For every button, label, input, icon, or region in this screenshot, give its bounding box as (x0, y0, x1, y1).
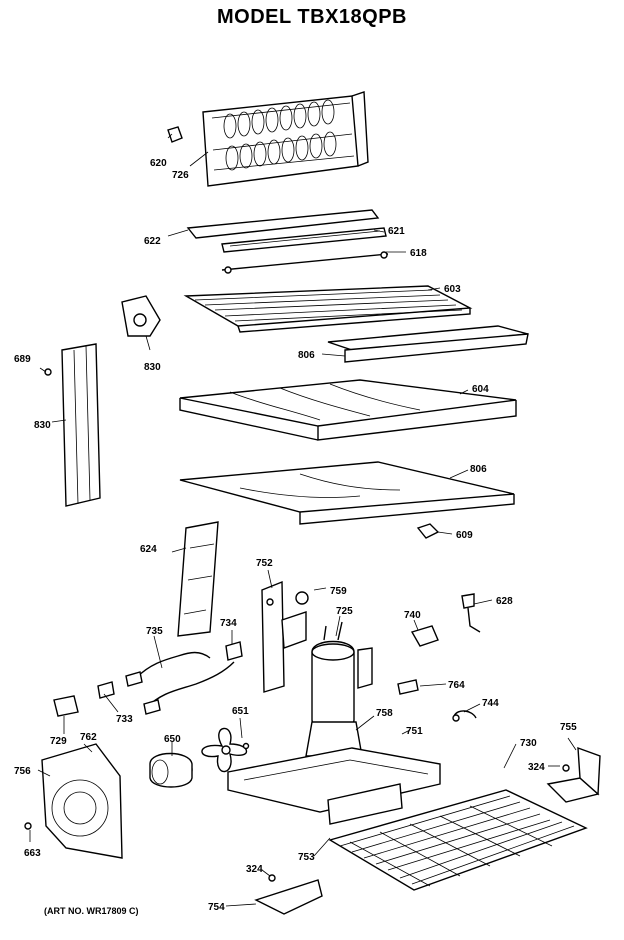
callout-628: 628 (496, 596, 513, 607)
harness-628 (461, 593, 481, 633)
grommet-759 (295, 591, 309, 605)
callout-603: 603 (444, 284, 461, 295)
screw-324-upper (562, 764, 570, 772)
callout-830-channel: 830 (34, 420, 51, 431)
trim-806-upper (327, 325, 529, 363)
callout-744: 744 (482, 698, 499, 709)
callout-756: 756 (14, 766, 31, 777)
callout-650: 650 (164, 734, 181, 745)
clip-620 (167, 126, 183, 143)
damper-control-830 (121, 295, 161, 337)
callout-689: 689 (14, 354, 31, 365)
bracket-755 (546, 746, 601, 803)
baffle-624 (177, 521, 219, 637)
callout-624: 624 (140, 544, 157, 555)
terminal-box-729 (53, 695, 79, 717)
shelf-603 (183, 285, 473, 333)
pan-604 (179, 379, 517, 441)
condenser-730 (328, 789, 588, 891)
fan-motor-650 (149, 752, 193, 788)
screw-689 (44, 368, 52, 376)
callout-604: 604 (472, 384, 489, 395)
callout-764: 764 (448, 680, 465, 691)
callout-663: 663 (24, 848, 41, 859)
callout-753: 753 (298, 852, 315, 863)
fan-shroud-762 (41, 743, 123, 859)
connector-733 (97, 681, 115, 699)
callout-622: 622 (144, 236, 161, 247)
bracket-752 (261, 580, 307, 693)
connector-734 (225, 641, 243, 661)
callout-806-lower: 806 (470, 464, 487, 475)
callout-725: 725 (336, 606, 353, 617)
clip-609 (416, 523, 440, 539)
compressor-725 (311, 621, 373, 730)
callout-324-lower: 324 (246, 864, 263, 875)
cover-622 (186, 209, 380, 239)
callout-729: 729 (50, 736, 67, 747)
screw-663 (24, 822, 32, 830)
relay-740 (410, 625, 439, 647)
base-pan-751 (227, 747, 441, 825)
callout-621: 621 (388, 226, 405, 237)
rail-621 (221, 227, 387, 253)
callout-740: 740 (404, 610, 421, 621)
bracket-754 (254, 879, 323, 915)
callout-651: 651 (232, 706, 249, 717)
callout-609: 609 (456, 530, 473, 541)
callout-759: 759 (330, 586, 347, 597)
wire-harness-735 (125, 651, 235, 715)
callout-734: 734 (220, 618, 237, 629)
diagram-title: MODEL TBX18QPB (217, 6, 407, 28)
callout-751: 751 (406, 726, 423, 737)
callout-752: 752 (256, 558, 273, 569)
callout-806-upper: 806 (298, 350, 315, 361)
callout-labels: 620 726 622 621 618 603 806 830 689 830 … (14, 158, 577, 913)
callout-733: 733 (116, 714, 133, 725)
evaporator-coil-726 (202, 91, 369, 187)
rod-618 (221, 251, 389, 274)
screw-324-lower (268, 874, 276, 882)
callout-620: 620 (150, 158, 167, 169)
pan-806-lower (179, 461, 515, 525)
callout-755: 755 (560, 722, 577, 733)
leader-lines (29, 133, 577, 907)
callout-726: 726 (172, 170, 189, 181)
callout-324-upper: 324 (528, 762, 545, 773)
fan-blade-651 (201, 727, 250, 773)
callout-730: 730 (520, 738, 537, 749)
art-number: (ART NO. WR17809 C) (44, 906, 139, 916)
callout-754: 754 (208, 902, 225, 913)
fitting-764 (397, 679, 419, 695)
callout-762: 762 (80, 732, 97, 743)
channel-830 (61, 343, 101, 507)
callout-618: 618 (410, 248, 427, 259)
fitting-744 (452, 710, 477, 722)
callout-758: 758 (376, 708, 393, 719)
callout-830-control: 830 (144, 362, 161, 373)
callout-735: 735 (146, 626, 163, 637)
